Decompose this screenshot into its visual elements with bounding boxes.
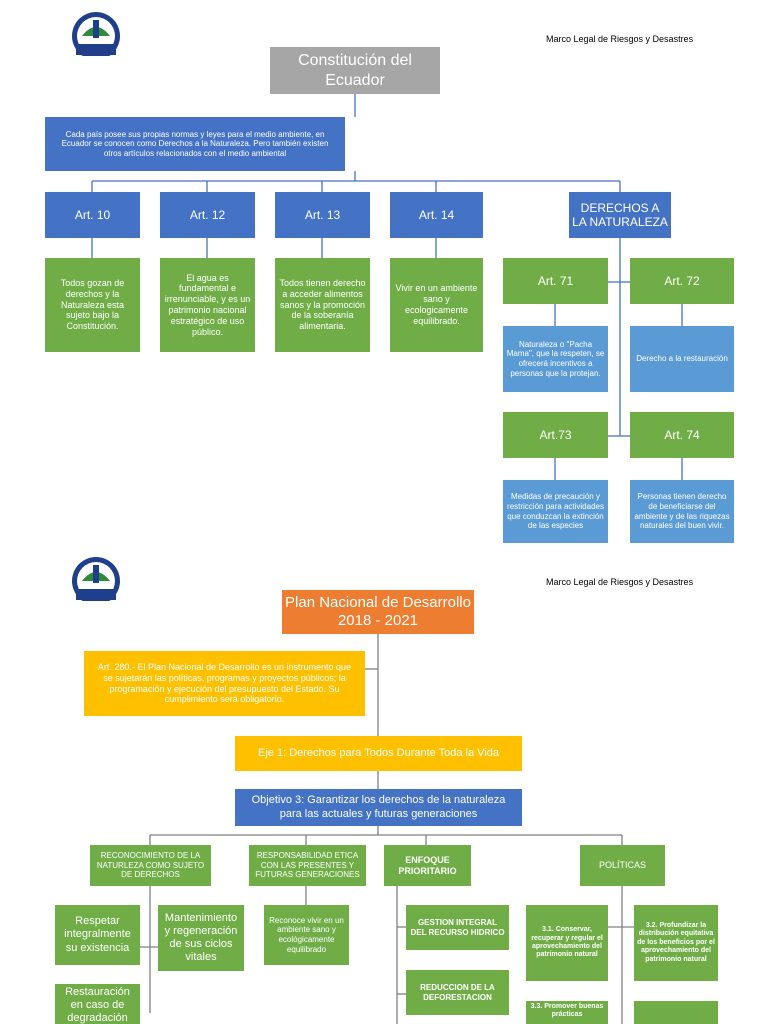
plan-nacional-title: Plan Nacional de Desarrollo 2018 - 2021 xyxy=(282,590,474,634)
reduccion-deforestacion-box: REDUCCION DE LA DEFORESTACION xyxy=(406,970,509,1015)
page-plan-nacional: Marco Legal de Riesgos y Desastres Plan … xyxy=(0,543,768,1024)
header-title: Marco Legal de Riesgos y Desastres xyxy=(546,34,694,44)
politica-3-3-box: 3.3. Promover buenas prácticas xyxy=(526,1001,608,1024)
art-72-box: Art. 72 xyxy=(630,258,734,304)
art-14-box: Art. 14 xyxy=(390,192,483,238)
constitucion-title: Constitución del Ecuador xyxy=(270,47,440,94)
art-10-box: Art. 10 xyxy=(45,192,140,238)
connector-lines-2 xyxy=(140,634,634,1024)
objetivo-3-box: Objetivo 3: Garantizar los derechos de l… xyxy=(235,789,522,826)
politica-3-1-box: 3.1. Conservar, recuperar y regular el a… xyxy=(526,905,608,981)
art-12-box: Art. 12 xyxy=(160,192,255,238)
art-74-text: Personas tienen derecho de beneficiarse … xyxy=(630,480,734,543)
art-73-box: Art.73 xyxy=(503,412,608,458)
art-10-text: Todos gozan de derechos y la Naturaleza … xyxy=(45,258,140,352)
art-12-text: El agua es fundamental e irrenunciable, … xyxy=(160,258,255,352)
eje-1-box: Eje 1: Derechos para Todos Durante Toda … xyxy=(235,736,522,771)
politicas-box: POLÍTICAS xyxy=(580,845,665,886)
connector-lines xyxy=(91,94,683,480)
respetar-box: Respetar integralmente su existencia xyxy=(55,905,140,965)
art-13-text: Todos tienen derecho a acceder alimentos… xyxy=(275,258,370,352)
responsabilidad-box: RESPONSABILIDAD ETICA CON LAS PRESENTES … xyxy=(249,845,366,886)
art-14-text: Vivir en un ambiente sano y ecologicamen… xyxy=(390,258,483,352)
art-73-text: Medidas de precaución y restricción para… xyxy=(503,480,608,543)
art-13-box: Art. 13 xyxy=(275,192,370,238)
page-constitucion: Marco Legal de Riesgos y Desastres Const… xyxy=(45,12,734,543)
art-74-box: Art. 74 xyxy=(630,412,734,458)
header-title-2: Marco Legal de Riesgos y Desastres xyxy=(546,577,694,587)
mantenimiento-box: Mantenimiento y regeneración de sus cicl… xyxy=(158,905,244,971)
intro-box: Cada país posee sus propias normas y ley… xyxy=(45,117,345,171)
restauracion-box: Restauración en caso de degradación xyxy=(55,984,140,1024)
art-280-box: Art. 280.- El Plan Nacional de Desarroll… xyxy=(84,651,365,716)
politica-3-2-box: 3.2. Profundizar la distribución equitat… xyxy=(634,905,718,981)
reconoce-vivir-box: Reconoce vivir en un ambiente sano y eco… xyxy=(264,905,349,965)
politica-3-4-box xyxy=(634,1001,718,1024)
art-72-text: Derecho a la restauración xyxy=(630,326,734,392)
art-71-text: Naturaleza o "Pacha Mama", que la respet… xyxy=(503,326,608,392)
enfoque-box: ENFOQUE PRIORITARIO xyxy=(384,845,471,886)
ute-logo-icon xyxy=(72,12,120,61)
ute-logo-icon-2 xyxy=(72,557,120,606)
art-71-box: Art. 71 xyxy=(503,258,608,304)
gestion-hidrico-box: GESTION INTEGRAL DEL RECURSO HIDRICO xyxy=(406,905,509,950)
derechos-naturaleza-box: DERECHOS A LA NATURALEZA xyxy=(569,192,671,238)
reconocimiento-box: RECONOCIMIENTO DE LA NATURLEZA COMO SUJE… xyxy=(90,845,211,886)
